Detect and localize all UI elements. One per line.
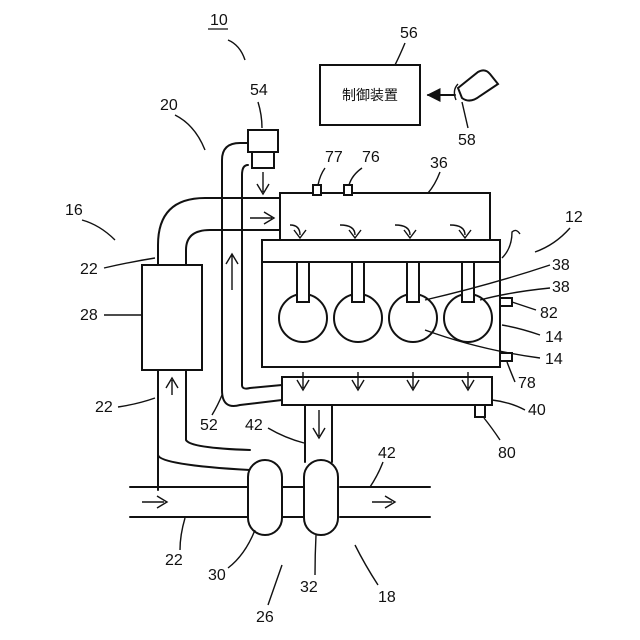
- label-14b: 14: [545, 351, 563, 368]
- sensor-82: [500, 298, 512, 306]
- leader-14a: [502, 325, 540, 335]
- label-54: 54: [250, 82, 268, 99]
- turbine: [304, 460, 338, 535]
- leader-80: [484, 418, 500, 440]
- label-18: 18: [378, 589, 396, 606]
- leader-58: [462, 102, 468, 128]
- leader-56: [395, 43, 405, 65]
- leader-18: [355, 545, 378, 585]
- label-26: 26: [256, 609, 274, 626]
- label-82: 82: [540, 305, 558, 322]
- label-58: 58: [458, 132, 476, 149]
- leader-22c: [180, 518, 185, 550]
- label-42a: 42: [245, 417, 263, 434]
- pedal-hinge: [454, 84, 458, 100]
- label-30: 30: [208, 567, 226, 584]
- label-22b: 22: [95, 399, 113, 416]
- leader-77: [318, 168, 325, 185]
- egr-valve-body: [252, 152, 274, 168]
- leader-22b: [118, 398, 155, 407]
- label-36: 36: [430, 155, 448, 172]
- leader-52: [212, 395, 222, 415]
- sensor-80: [475, 405, 485, 417]
- leader-16: [82, 220, 115, 240]
- sensor-77: [313, 185, 321, 195]
- label-38a: 38: [552, 257, 570, 274]
- label-16: 16: [65, 202, 83, 219]
- label-52: 52: [200, 417, 218, 434]
- accelerator-pedal: [458, 70, 498, 100]
- label-77: 77: [325, 149, 343, 166]
- exhaust-manifold: [282, 377, 492, 405]
- exhaust-flow-arrow: [313, 410, 325, 438]
- leader-54: [258, 102, 262, 128]
- leader-10: [228, 40, 245, 60]
- engine-return-arrow: [502, 230, 520, 258]
- sensor-76: [344, 185, 352, 195]
- compressor: [248, 460, 282, 535]
- intake-manifold: [280, 193, 490, 240]
- controller-label: 制御装置: [342, 88, 398, 104]
- label-22a: 22: [80, 261, 98, 278]
- label-80: 80: [498, 445, 516, 462]
- leader-42b: [370, 462, 383, 487]
- label-20: 20: [160, 97, 178, 114]
- sensor-78: [500, 353, 512, 361]
- leader-78: [507, 362, 515, 382]
- cylinder-head: [262, 240, 500, 262]
- leader-26: [268, 565, 282, 605]
- label-40: 40: [528, 402, 546, 419]
- leader-20: [175, 115, 205, 150]
- egr-flow-arrow-up: [226, 254, 238, 290]
- label-32: 32: [300, 579, 318, 596]
- egr-flow-arrow-right: [250, 212, 274, 224]
- label-38b: 38: [552, 279, 570, 296]
- label-28: 28: [80, 307, 98, 324]
- label-14a: 14: [545, 329, 563, 346]
- label-56: 56: [400, 25, 418, 42]
- leader-36: [428, 172, 440, 193]
- leader-30: [228, 530, 255, 568]
- label-22c: 22: [165, 552, 183, 569]
- egr-valve-arrow: [257, 172, 269, 194]
- leader-32: [315, 535, 316, 575]
- inlet-flow-arrow: [142, 496, 167, 508]
- label-12: 12: [565, 209, 583, 226]
- leader-40: [492, 400, 525, 410]
- label-10: 10: [210, 12, 228, 29]
- intake-flow-arrow: [166, 378, 178, 395]
- leader-12: [535, 228, 570, 252]
- label-42b: 42: [378, 445, 396, 462]
- label-78: 78: [518, 375, 536, 392]
- intercooler: [142, 265, 202, 370]
- turbo-shaft: [282, 487, 304, 517]
- outlet-flow-arrow: [372, 496, 395, 508]
- leader-42a: [268, 428, 304, 443]
- label-76: 76: [362, 149, 380, 166]
- egr-valve: [248, 130, 278, 152]
- leader-76: [349, 168, 362, 185]
- leader-82: [512, 302, 536, 310]
